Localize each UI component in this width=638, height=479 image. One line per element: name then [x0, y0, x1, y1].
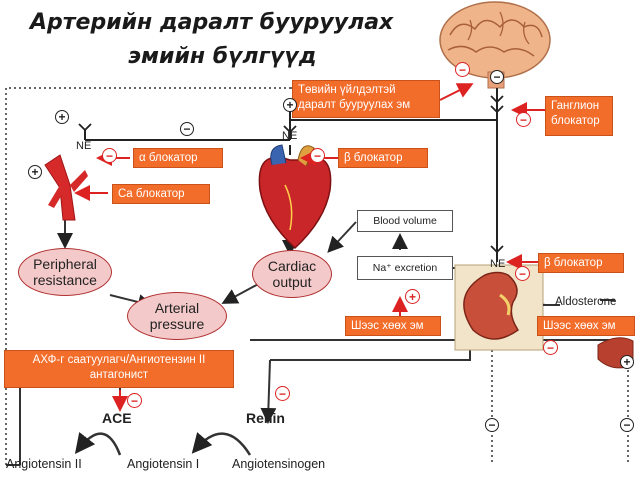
red-minus-renin: −	[275, 386, 290, 401]
ganglion-chevrons	[78, 95, 504, 254]
diuretic-right-box: Шээс хөөх эм	[537, 316, 635, 336]
ne-heart-label: NE	[282, 130, 298, 142]
plus-symbol-right: +	[620, 355, 634, 369]
red-minus-beta-kidney: −	[515, 266, 530, 281]
red-minus-central: −	[455, 62, 470, 77]
aldosterone-label: Aldosterone	[555, 296, 617, 308]
diuretic-left-box: Шээс хөөх эм	[345, 316, 441, 336]
red-minus-ganglion: −	[516, 112, 531, 127]
red-minus-ace: −	[127, 393, 142, 408]
red-minus-alpha: −	[102, 148, 117, 163]
plus-symbol-heart: +	[283, 98, 297, 112]
heart-icon	[258, 144, 332, 250]
angiotensinogen-label: Angiotensinogen	[232, 457, 326, 471]
ne-vessel-label: NE	[76, 140, 92, 152]
plus-symbol-vessel: +	[55, 110, 69, 124]
angiotensin-ii-label: Angiotensin II	[6, 457, 82, 471]
sympathetic-pathways	[84, 88, 498, 262]
minus-symbol-right-feedback: −	[620, 418, 634, 432]
angiotensin-i-label: Angiotensin I	[127, 457, 200, 471]
beta-blocker-heart-box: β блокатор	[338, 148, 428, 168]
renin-label: Renin	[246, 410, 285, 426]
raas-arrows	[74, 432, 252, 456]
alpha-blocker-box: α блокатор	[133, 148, 223, 168]
central-acting-drug-box: Төвийн үйлдэлтэй даралт бууруулах эм	[292, 80, 440, 118]
blood-vessel-icon	[44, 154, 88, 221]
acei-arb-box: АХФ-г саатуулагч/Ангиотензин II антагони…	[4, 350, 234, 388]
red-minus-diuretic-right: −	[543, 340, 558, 355]
ganglion-blocker-box: Ганглион блокатор	[545, 96, 613, 136]
blood-volume-box: Blood volume	[357, 210, 453, 232]
page-title-line1: Артерийн даралт бууруулах	[30, 10, 394, 35]
minus-symbol-brain: −	[490, 70, 504, 84]
beta-blocker-kidney-box: β блокатор	[538, 253, 624, 273]
minus-symbol-renin-feedback: −	[485, 418, 499, 432]
ace-label: ACE	[102, 410, 132, 426]
cardiac-output-pill: Cardiac output	[252, 250, 332, 298]
kidney-icon	[454, 264, 560, 351]
arterial-pressure-pill: Arterial pressure	[127, 292, 227, 340]
plus-symbol-vessel-2: +	[28, 165, 42, 179]
minus-symbol-heart-line: −	[180, 122, 194, 136]
red-minus-beta-heart: −	[310, 148, 325, 163]
ca-blocker-box: Ca блокатор	[112, 184, 210, 204]
page-title-line2: эмийн бүлгүүд	[128, 44, 317, 69]
na-excretion-box: Na⁺ excretion	[357, 256, 453, 280]
ne-kidney-label: NE	[490, 258, 506, 270]
red-plus-diuretic: +	[405, 289, 420, 304]
peripheral-resistance-pill: Peripheral resistance	[18, 248, 112, 296]
